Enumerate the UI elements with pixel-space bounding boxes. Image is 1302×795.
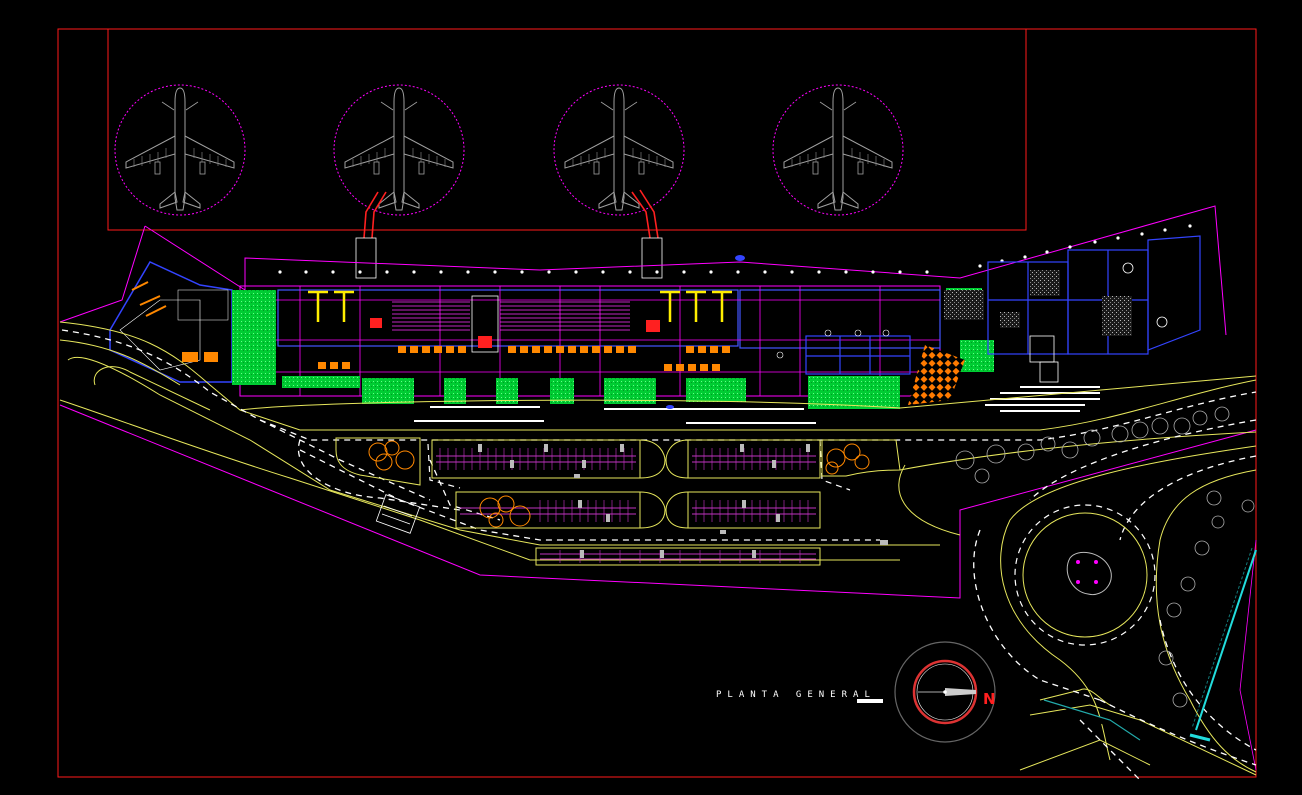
drawing-title: PLANTA GENERAL: [716, 690, 883, 703]
terminal-building: [59, 205, 1257, 771]
drawing-title-text: PLANTA GENERAL: [716, 690, 876, 700]
roundabout: [1014, 504, 1156, 646]
north-label: N: [983, 690, 996, 708]
parking-lots: [335, 437, 901, 566]
north-arrow-icon: N: [894, 641, 996, 743]
aircraft-stands: [114, 84, 904, 216]
road-network: [59, 321, 1257, 781]
curbside-drop-off: [414, 386, 1100, 424]
rail-line: [1043, 547, 1257, 742]
tree-icon: [368, 406, 1255, 708]
jet-bridges: [355, 189, 663, 279]
